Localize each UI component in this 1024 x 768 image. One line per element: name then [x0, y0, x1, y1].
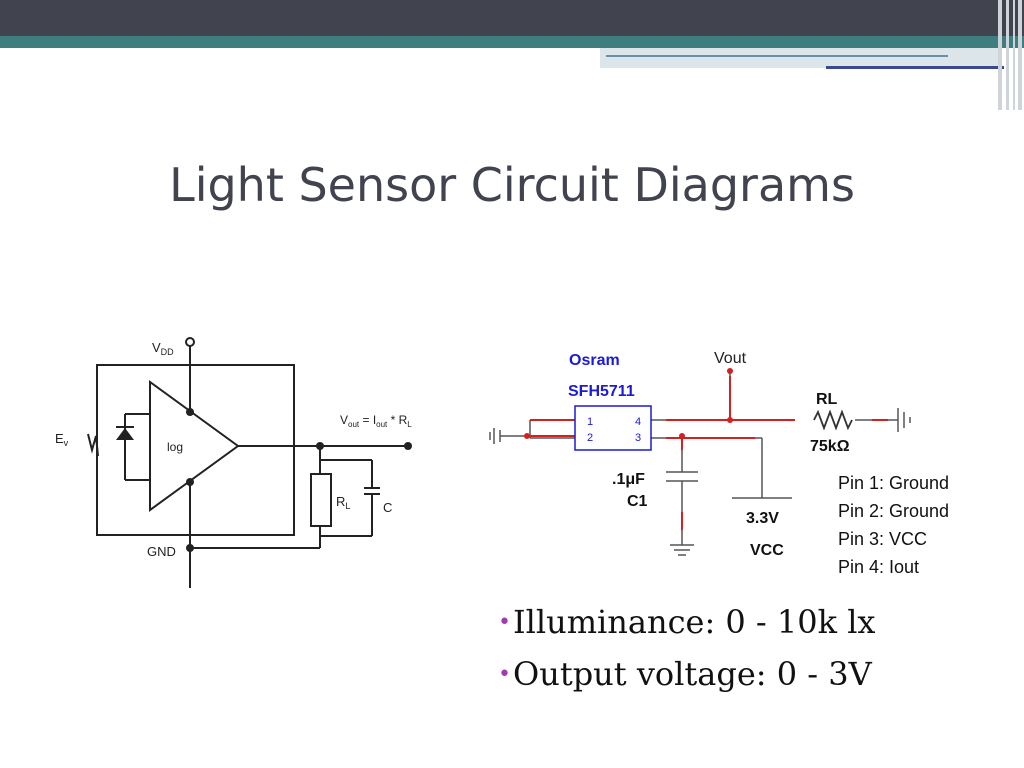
header-teal-bar [0, 36, 1024, 48]
header-decor-line-accent [826, 66, 1004, 69]
gnd-label: GND [147, 544, 176, 559]
rl-value: 75kΩ [810, 438, 850, 455]
pin-legend: Pin 1: Ground Pin 2: Ground Pin 3: VCC P… [838, 473, 949, 577]
chip-pin4: 4 [635, 416, 641, 428]
header-decor-stripes [998, 0, 1024, 110]
log-amplifier-symbol [149, 380, 240, 512]
bullet-text: Illuminance: 0 - 10k lx [512, 603, 876, 641]
sfh5711-circuit-diagram: 1 2 4 3 Osram SFH5711 Vout RL 75kΩ .1μF … [489, 350, 949, 577]
bullet-dot-icon: • [498, 661, 511, 687]
capacitor-value: .1μF [612, 471, 645, 488]
slide-title: Light Sensor Circuit Diagrams [169, 158, 855, 212]
resistor-rl-symbol [813, 409, 853, 431]
pin-legend-item: Pin 1: Ground [838, 473, 949, 493]
manufacturer-label: Osram [569, 352, 620, 369]
header-dark-bar [0, 0, 1024, 36]
ev-label: Ev [55, 431, 69, 448]
vout-equation: Vout = Iout * RL [340, 413, 412, 429]
vout-node [727, 368, 733, 374]
vout-label: Vout [714, 350, 747, 367]
sensor-package-outline [96, 364, 295, 536]
part-number-label: SFH5711 [568, 383, 635, 400]
pin-legend-item: Pin 2: Ground [838, 501, 949, 521]
supply-voltage: 3.3V [746, 510, 779, 527]
bullet-dot-icon: • [498, 609, 511, 635]
capacitor-label: C [383, 500, 392, 515]
header-light-bar [600, 48, 1000, 68]
vout-terminal [404, 442, 412, 450]
vdd-label: VDD [152, 340, 174, 357]
bullet-list: •Illuminance: 0 - 10k lx •Output voltage… [498, 596, 875, 700]
chip-pin1: 1 [587, 416, 593, 428]
chip-pin2: 2 [587, 432, 593, 444]
bullet-text: Output voltage: 0 - 3V [512, 655, 872, 693]
photodiode-icon [116, 426, 134, 440]
bullet-item: •Output voltage: 0 - 3V [498, 648, 875, 700]
bullet-item: •Illuminance: 0 - 10k lx [498, 596, 875, 648]
chip-pin3: 3 [635, 432, 641, 444]
log-label: log [167, 440, 183, 454]
sfh5711-chip-package [574, 405, 652, 451]
rl-label: RL [336, 494, 350, 511]
header-decor-line [606, 55, 948, 57]
vdd-terminal [185, 337, 195, 347]
pin-legend-item: Pin 3: VCC [838, 529, 927, 549]
log-amp-circuit-diagram: VDD GND Ev log Vout = Iout * RL RL C [55, 337, 412, 588]
load-resistor-rl [310, 473, 332, 527]
pin-legend-item: Pin 4: Iout [838, 557, 919, 577]
supply-name: VCC [750, 542, 784, 559]
capacitor-name: C1 [627, 493, 648, 510]
rl-label-right: RL [816, 391, 838, 408]
